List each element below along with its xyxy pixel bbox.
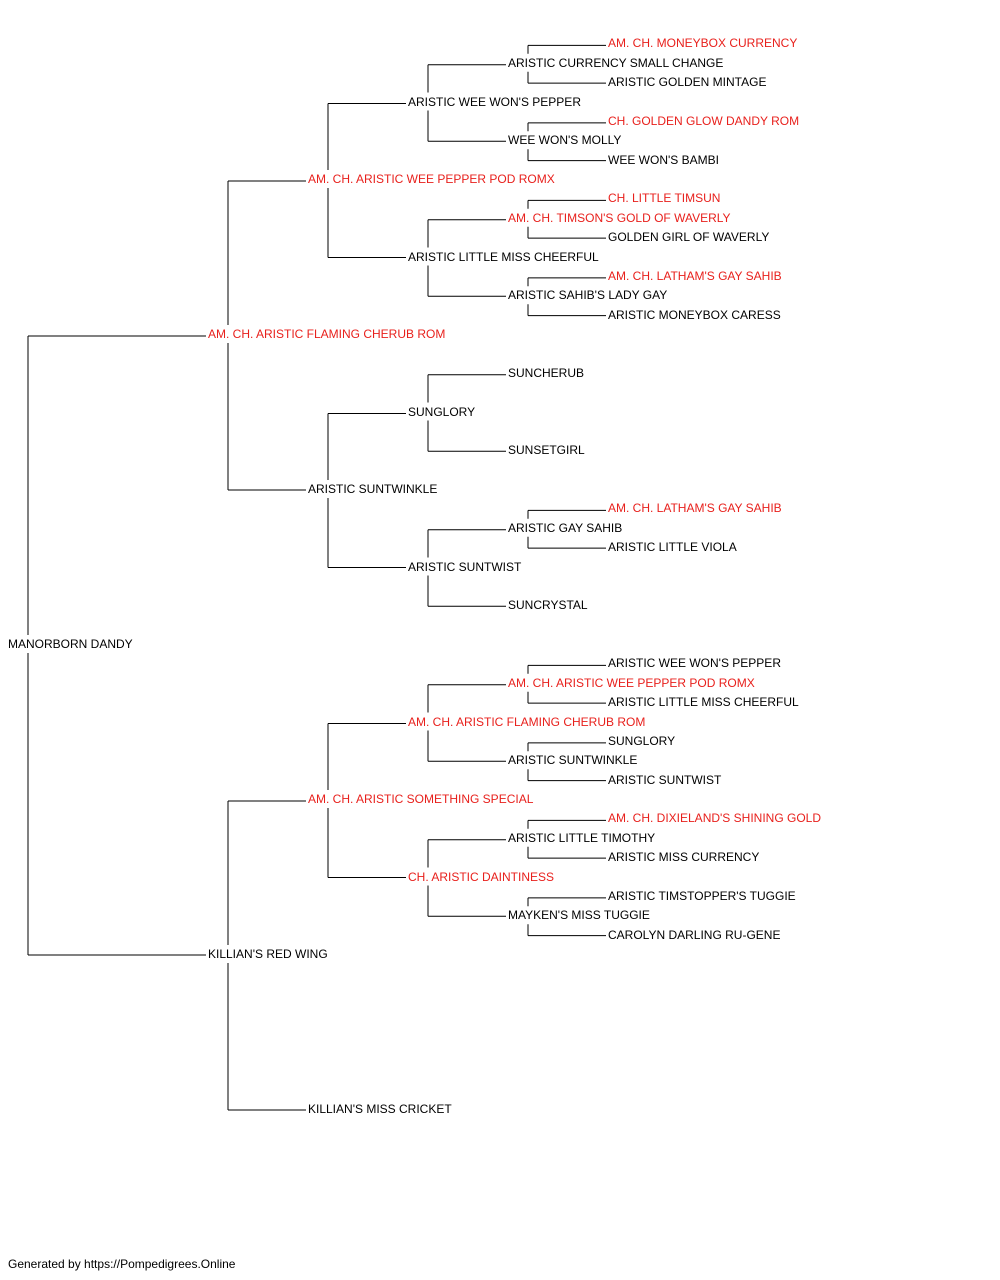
pedigree-dog-gen5: WEE WON'S BAMBI	[608, 152, 719, 167]
pedigree-dog-gen2: AM. CH. ARISTIC WEE PEPPER POD ROMX	[308, 172, 555, 186]
pedigree-dog-gen2: KILLIAN'S MISS CRICKET	[308, 1102, 452, 1116]
pedigree-dog-gen4: MAYKEN'S MISS TUGGIE	[508, 908, 650, 923]
pedigree-dog-gen4: WEE WON'S MOLLY	[508, 133, 622, 148]
pedigree-dog-gen5: ARISTIC MISS CURRENCY	[608, 850, 760, 865]
pedigree-dog-gen2: ARISTIC SUNTWINKLE	[308, 482, 438, 496]
pedigree-dog-gen2: AM. CH. ARISTIC SOMETHING SPECIAL	[308, 792, 534, 806]
pedigree-dog-gen4: SUNCHERUB	[508, 365, 585, 380]
pedigree-dog-gen5: AM. CH. DIXIELAND'S SHINING GOLD	[608, 811, 821, 826]
pedigree-dog-gen4: ARISTIC SUNTWINKLE	[508, 753, 638, 768]
pedigree-dog-gen5: CAROLYN DARLING RU-GENE	[608, 927, 781, 942]
pedigree-dog-gen1: KILLIAN'S RED WING	[208, 947, 328, 961]
pedigree-dog-gen5: ARISTIC GOLDEN MINTAGE	[608, 75, 767, 90]
pedigree-dog-gen5: AM. CH. MONEYBOX CURRENCY	[608, 36, 798, 51]
pedigree-dog-gen5: AM. CH. LATHAM'S GAY SAHIB	[608, 268, 782, 283]
pedigree-dog-gen5: CH. LITTLE TIMSUN	[608, 191, 721, 206]
pedigree-dog-gen5: ARISTIC TIMSTOPPER'S TUGGIE	[608, 888, 796, 903]
pedigree-dog-gen3: ARISTIC LITTLE MISS CHEERFUL	[408, 249, 599, 264]
pedigree-dog-gen5: GOLDEN GIRL OF WAVERLY	[608, 230, 770, 245]
pedigree-dog-gen5: ARISTIC LITTLE VIOLA	[608, 540, 737, 555]
pedigree-dog-gen4: ARISTIC SAHIB'S LADY GAY	[508, 288, 668, 303]
pedigree-dog-gen5: ARISTIC WEE WON'S PEPPER	[608, 656, 781, 671]
pedigree-dog-gen3: AM. CH. ARISTIC FLAMING CHERUB ROM	[408, 714, 646, 729]
pedigree-dog-gen5: ARISTIC LITTLE MISS CHEERFUL	[608, 695, 799, 710]
pedigree-dog-gen5: ARISTIC SUNTWIST	[608, 772, 722, 787]
pedigree-dog-gen4: ARISTIC GAY SAHIB	[508, 520, 623, 535]
pedigree-dog-gen5: SUNGLORY	[608, 733, 676, 748]
pedigree-dog-gen3: CH. ARISTIC DAINTINESS	[408, 869, 555, 884]
pedigree-dog-gen3: ARISTIC SUNTWIST	[408, 559, 522, 574]
pedigree-dog-gen4: ARISTIC LITTLE TIMOTHY	[508, 830, 656, 845]
pedigree-dog-gen4: ARISTIC CURRENCY SMALL CHANGE	[508, 55, 724, 70]
pedigree-dog-gen5: ARISTIC MONEYBOX CARESS	[608, 307, 781, 322]
pedigree-dog-gen4: SUNSETGIRL	[508, 443, 585, 458]
footer-credit: Generated by https://Pompedigrees.Online	[8, 1257, 236, 1271]
pedigree-dog-gen5: AM. CH. LATHAM'S GAY SAHIB	[608, 501, 782, 516]
pedigree-dog-gen4: SUNCRYSTAL	[508, 598, 588, 613]
pedigree-dog-gen5: CH. GOLDEN GLOW DANDY ROM	[608, 113, 800, 128]
pedigree-dog-gen4: AM. CH. TIMSON'S GOLD OF WAVERLY	[508, 210, 731, 225]
pedigree-dog-gen1: AM. CH. ARISTIC FLAMING CHERUB ROM	[208, 327, 446, 341]
pedigree-dog-gen3: ARISTIC WEE WON'S PEPPER	[408, 94, 581, 109]
pedigree-dog-gen0: MANORBORN DANDY	[8, 637, 133, 651]
pedigree-dog-gen3: SUNGLORY	[408, 404, 476, 419]
pedigree-dog-gen4: AM. CH. ARISTIC WEE PEPPER POD ROMX	[508, 675, 755, 690]
